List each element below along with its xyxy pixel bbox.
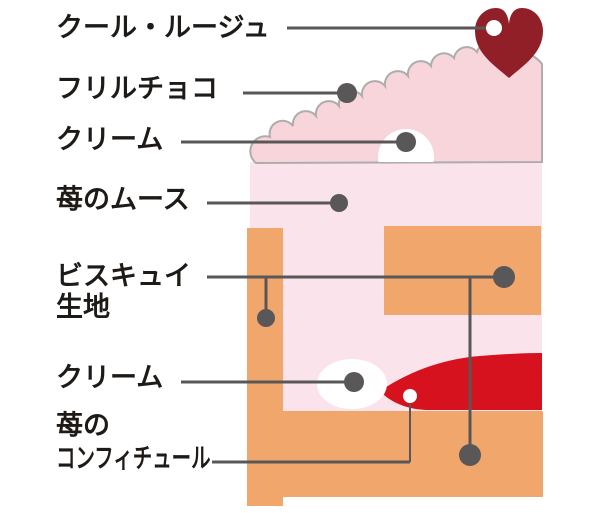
label-confiture-line2: コンフィチュール bbox=[56, 443, 211, 474]
callout-dot-biscuit-base bbox=[459, 444, 481, 466]
callout-dot-confiture bbox=[403, 389, 417, 403]
frill-chocolate-shape bbox=[249, 41, 543, 165]
callout-dot-frill-choco bbox=[337, 83, 357, 103]
biscuit-middle-layer bbox=[384, 226, 541, 315]
strawberry-confiture-shape bbox=[380, 353, 542, 410]
label-biscuit-line1: ビスキュイ bbox=[56, 261, 191, 291]
label-biscuit-line2: 生地 bbox=[56, 292, 110, 322]
label-confiture-line1: 苺の bbox=[56, 410, 110, 441]
callout-dot-cool-rouge bbox=[486, 20, 502, 36]
callout-dot-biscuit-side bbox=[257, 309, 275, 327]
label-biscuit: ビスキュイ 生地 bbox=[56, 261, 191, 323]
biscuit-base-layer bbox=[247, 411, 543, 497]
label-cream-bottom: クリーム bbox=[56, 362, 164, 393]
callout-dot-biscuit-middle bbox=[493, 266, 515, 288]
label-cool-rouge: クール・ルージュ bbox=[56, 12, 270, 43]
callout-dot-strawberry-mousse bbox=[330, 194, 348, 212]
callout-dot-cream-top bbox=[396, 132, 416, 152]
label-cream-top: クリーム bbox=[56, 124, 164, 155]
label-frill-choco: フリルチョコ bbox=[56, 73, 218, 104]
callout-dot-cream-bottom bbox=[344, 372, 364, 392]
label-strawberry-mousse: 苺のムース bbox=[56, 184, 190, 215]
